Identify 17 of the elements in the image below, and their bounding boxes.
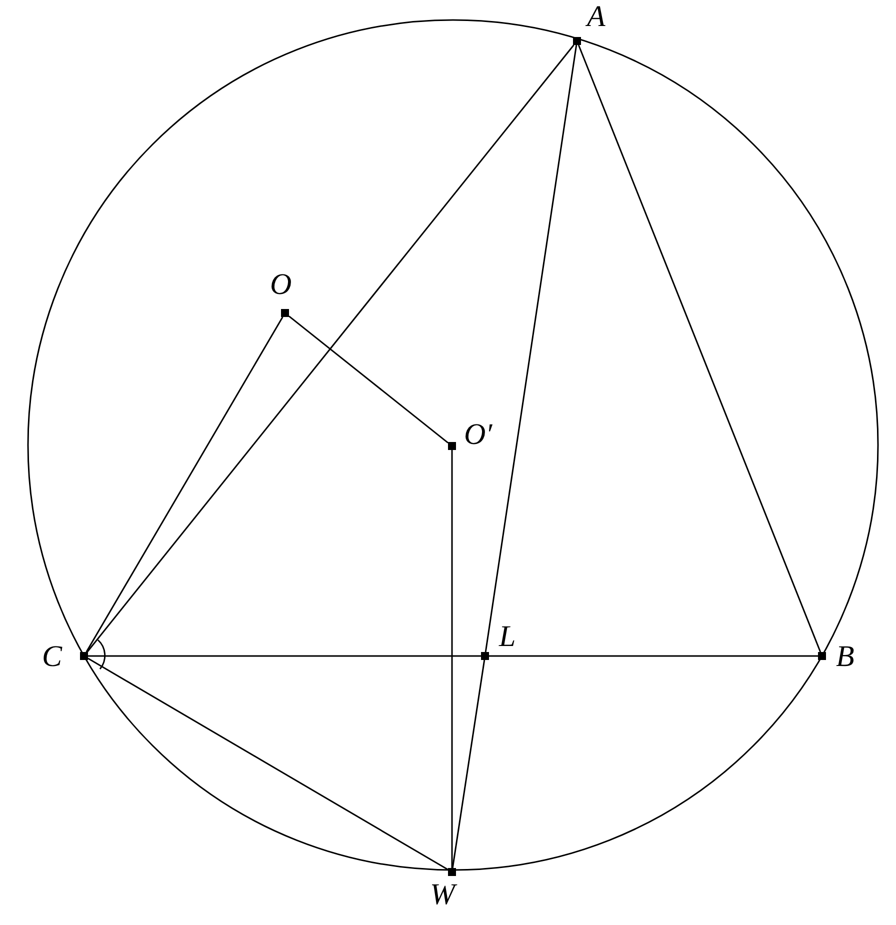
line-segment [86,316,284,652]
line-segment [484,44,578,652]
line-segment [288,316,448,444]
point-label: B [836,642,854,672]
line-segment [88,655,481,657]
line-segment [86,44,574,652]
line-segment [489,655,818,657]
line-segment [452,660,486,868]
line-segment [88,658,448,870]
point-label: O′ [464,420,492,450]
point-label: C [42,642,62,672]
point-label: A [587,2,606,32]
point-label: O [270,270,292,300]
point-label: L [499,622,516,652]
line-segment [451,450,453,868]
line-segment [578,44,822,652]
point-label: W [430,880,455,910]
